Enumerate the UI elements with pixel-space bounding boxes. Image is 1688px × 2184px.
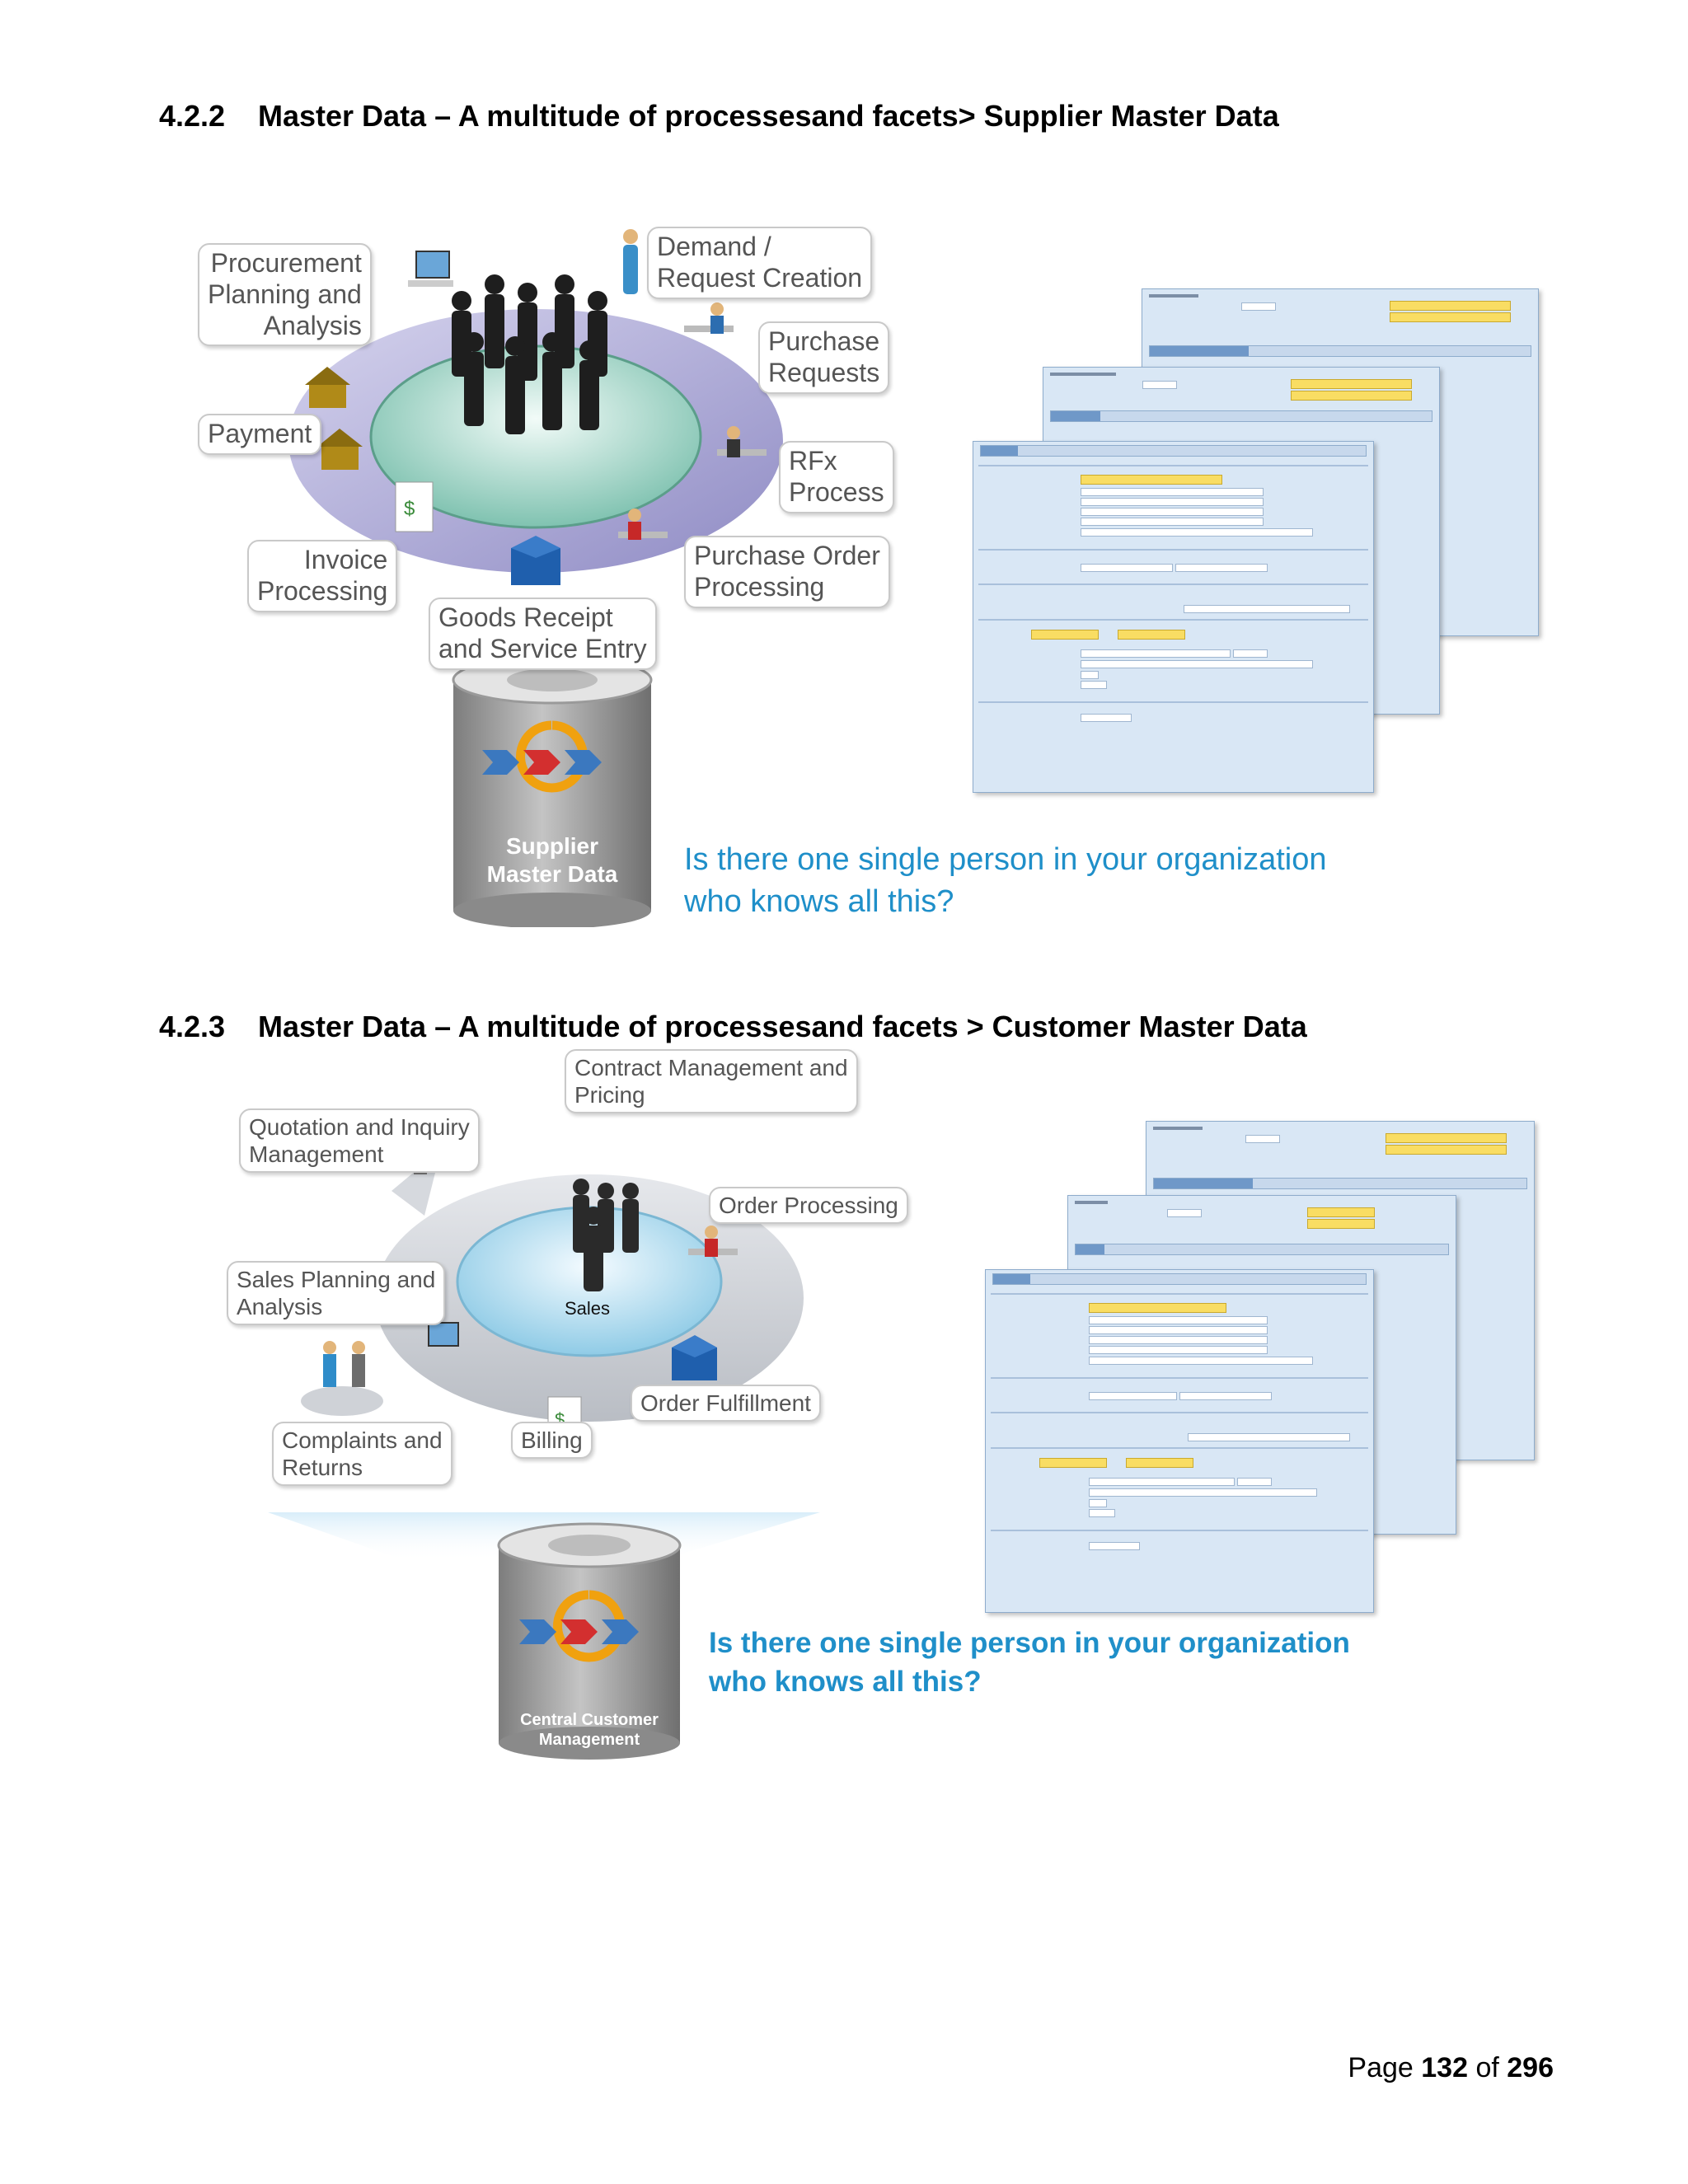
label-line: Purchase <box>768 326 880 356</box>
customer-question: Is there one single person in your organ… <box>709 1624 1350 1702</box>
svg-text:$: $ <box>404 498 415 520</box>
label-line: Pricing <box>574 1082 645 1108</box>
section-heading-supplier: 4.2.2 Master Data – A multitude of proces… <box>159 99 1279 134</box>
desk-worker-icon <box>688 1226 738 1257</box>
customer-process-diagram: $ Contract Management and Pricing Quotat… <box>227 1049 935 1768</box>
person-standing-icon <box>623 229 638 294</box>
label-invoice-processing: Invoice Processing <box>247 540 398 612</box>
label-purchase-order-processing: Purchase Order Processing <box>684 536 890 608</box>
section-number: 4.2.3 <box>159 1010 226 1043</box>
section-title: Master Data – A multitude of processesan… <box>258 99 1279 133</box>
supplier-process-diagram: $ Procurement Planning and Analysis Dema… <box>190 218 915 927</box>
label-purchase-requests: Purchase Requests <box>758 321 890 394</box>
box-icon <box>672 1335 717 1380</box>
desk-worker-icon <box>618 509 668 540</box>
label-line: Processing <box>694 571 825 602</box>
label-line: and Service Entry <box>438 633 647 663</box>
label-order-fulfillment: Order Fulfillment <box>631 1385 821 1422</box>
label-complaints-returns: Complaints and Returns <box>272 1422 452 1487</box>
label-line: Request Creation <box>657 262 863 293</box>
label-line: Returns <box>282 1455 363 1481</box>
label-sales-planning: Sales Planning and Analysis <box>227 1261 446 1326</box>
label-line: Purchase Order <box>694 541 880 570</box>
house-icon <box>305 367 350 408</box>
label-line: Sales Planning and <box>237 1267 436 1292</box>
cylinder-label-line: Master Data <box>486 860 618 887</box>
footer-page-word: Page <box>1348 2052 1414 2083</box>
box-icon <box>511 536 560 585</box>
label-sales: Sales <box>565 1298 611 1319</box>
cylinder-label-line: Management <box>538 1731 640 1749</box>
label-line: Quotation and Inquiry <box>249 1114 470 1140</box>
label-line: Requests <box>768 357 880 387</box>
label-line: Analysis <box>263 310 362 340</box>
supplier-question: Is there one single person in your organ… <box>684 839 1326 924</box>
label-demand-request: Demand / Request Creation <box>647 227 873 299</box>
cylinder-label-line: Central Customer <box>520 1711 659 1729</box>
customer-sap-screens <box>985 1121 1537 1615</box>
label-line: Management <box>249 1141 384 1168</box>
label-line: Goods Receipt <box>438 602 613 632</box>
section-number: 4.2.2 <box>159 99 226 133</box>
process-arrows-icon <box>482 720 602 793</box>
label-line: Demand / <box>657 232 771 261</box>
invoice-icon: $ <box>395 481 434 532</box>
sap-window-front <box>985 1269 1374 1613</box>
cylinder-label-line: Supplier <box>505 833 598 859</box>
sap-window-front <box>973 441 1374 793</box>
customer-service-icon <box>301 1341 383 1416</box>
computer-icon <box>428 1322 459 1347</box>
label-contract-management: Contract Management and Pricing <box>565 1049 858 1114</box>
label-line: Analysis <box>237 1294 323 1320</box>
label-procurement-planning: Procurement Planning and Analysis <box>198 243 372 347</box>
label-line: Processing <box>257 575 388 606</box>
page-footer: Page 132 of 296 <box>1348 2052 1554 2084</box>
question-line: Is there one single person in your organ… <box>684 842 1327 877</box>
label-payment: Payment <box>198 414 322 455</box>
section-heading-customer: 4.2.3 Master Data – A multitude of proces… <box>159 1010 1307 1044</box>
question-line: Is there one single person in your organ… <box>709 1627 1350 1659</box>
section-title: Master Data – A multitude of processesan… <box>258 1010 1307 1043</box>
label-line: Invoice <box>303 545 388 574</box>
footer-total-pages: 296 <box>1507 2052 1554 2083</box>
label-order-processing: Order Processing <box>709 1187 908 1225</box>
label-goods-receipt: Goods Receipt and Service Entry <box>429 598 657 670</box>
label-line: Procurement <box>210 248 362 278</box>
footer-page-number: 132 <box>1421 2052 1468 2083</box>
supplier-sap-screens <box>973 284 1541 795</box>
desk-worker-icon <box>684 302 734 334</box>
sales-people-icon <box>573 1179 639 1291</box>
computer-icon <box>408 251 453 287</box>
desk-worker-icon <box>717 426 767 457</box>
label-line: Contract Management and <box>574 1055 848 1080</box>
label-rfx-process: RFx Process <box>779 441 894 513</box>
label-quotation-inquiry: Quotation and Inquiry Management <box>239 1108 480 1174</box>
house-icon <box>317 429 363 470</box>
process-arrows-icon <box>519 1590 639 1662</box>
footer-of-word: of <box>1475 2052 1499 2083</box>
label-line: Process <box>789 476 884 507</box>
question-line: who knows all this? <box>709 1666 982 1699</box>
cylinder-label: Central Customer Management <box>499 1710 680 1750</box>
label-line: Complaints and <box>282 1427 443 1453</box>
question-line: who knows all this? <box>684 884 954 920</box>
label-line: Planning and <box>208 279 362 309</box>
label-line: RFx <box>789 446 837 476</box>
people-group-icon <box>452 274 607 434</box>
cylinder-label: Supplier Master Data <box>453 832 651 888</box>
label-billing: Billing <box>511 1422 593 1460</box>
